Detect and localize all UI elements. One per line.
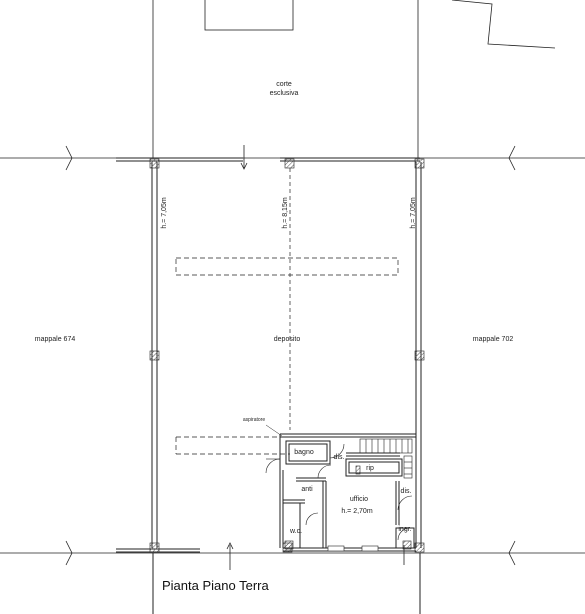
window-openings	[327, 545, 379, 552]
office-columns	[284, 465, 412, 550]
label-anti: anti	[301, 486, 313, 493]
label-mappale-left: mappale 674	[35, 336, 76, 343]
label-corte: corte	[276, 81, 292, 88]
label-wc: w.c.	[289, 528, 302, 535]
boundary-lines	[0, 145, 585, 566]
label-aspiratore: aspiratore	[243, 417, 265, 423]
staircase	[359, 438, 413, 479]
label-bagno: bagno	[294, 449, 314, 456]
label-esclusiva: esclusiva	[270, 90, 299, 97]
label-dis-right: dis.	[401, 488, 412, 495]
label-ingr: ingr.	[398, 526, 411, 533]
label-deposito: deposito	[274, 336, 301, 343]
aspiratore-leader	[265, 424, 283, 437]
height-left: h.= 7,05m	[161, 197, 168, 228]
office-block-walls	[279, 433, 416, 552]
entrance-arrows	[226, 145, 405, 570]
label-mappale-right: mappale 702	[473, 336, 514, 343]
label-ufficio-height: h.= 2,70m	[341, 508, 372, 515]
overhead-dashed-outlines	[175, 257, 399, 455]
label-dis-upper: dis.	[334, 454, 345, 461]
label-ufficio: ufficio	[350, 496, 368, 503]
drawing-title: Pianta Piano Terra	[162, 578, 269, 593]
height-center: h.= 8,15m	[282, 197, 289, 228]
door-swings	[265, 443, 413, 541]
courtyard-area	[152, 0, 556, 158]
label-rip: rip	[366, 465, 374, 472]
height-right: h.= 7,05m	[410, 197, 417, 228]
